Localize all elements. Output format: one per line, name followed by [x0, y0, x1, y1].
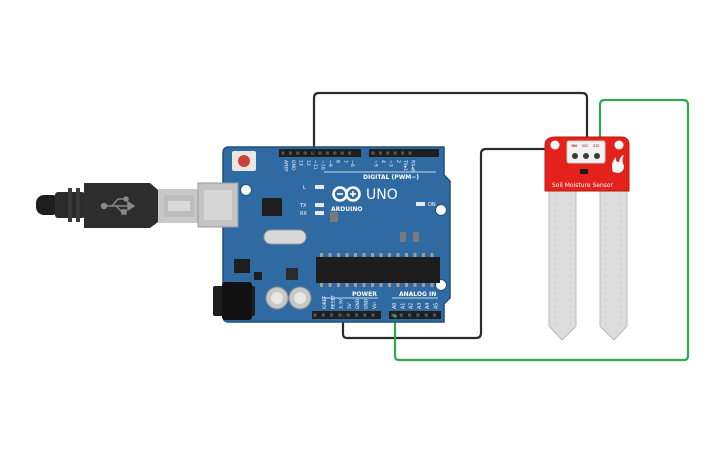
digital-label: DIGITAL (PWM~) [363, 174, 419, 181]
status-leds: L TX RX ON [299, 185, 436, 217]
top-pin-label: 8 [334, 160, 340, 163]
probe-left [548, 187, 577, 341]
power-pin-label: RESET [330, 295, 336, 309]
led-on-label: ON [428, 202, 436, 208]
power-label: POWER [352, 291, 377, 298]
sensor-label: Soil Moisture Sensor [552, 182, 614, 189]
pin-sig-label: SIG [593, 144, 599, 148]
analog-pin-label: A0 [392, 303, 398, 309]
top-pin-label: 7 [342, 160, 348, 163]
usb-symbol-icon [100, 196, 136, 215]
top-pin-label: ~3 [387, 160, 393, 167]
reset-button[interactable] [232, 151, 256, 171]
analog-pin-label: A1 [400, 303, 406, 309]
power-pin-label: GND [355, 298, 361, 309]
led-rx-label: RX [300, 211, 307, 217]
probe-right [599, 187, 628, 341]
arduino-logo [332, 186, 361, 202]
top-pin-label: 13 [297, 160, 303, 166]
top-pin-label: RX◂0 [410, 160, 416, 172]
top-pin-label: 12 [305, 160, 311, 166]
analog-label: ANALOG IN [399, 291, 436, 298]
sparkfun-flame-icon [612, 155, 624, 173]
power-pin-label: GND [364, 298, 370, 309]
analog-pin-label: A2 [409, 303, 415, 309]
top-pin-label: ~10 [320, 160, 326, 170]
power-header[interactable] [312, 311, 381, 319]
power-jack [213, 282, 255, 320]
analog-pin-label: A4 [425, 303, 431, 309]
top-pin-label: TX▸1 [402, 159, 408, 171]
gnd-wire[interactable] [312, 91, 589, 154]
capacitors [265, 286, 312, 310]
power-pin-label: IOREF [322, 295, 328, 309]
usb-cable[interactable] [36, 183, 200, 228]
soil-moisture-sensor[interactable]: GND VCC SIG Soil Moisture Sensor [544, 136, 630, 341]
atmega-chip [316, 253, 440, 287]
crystal [263, 229, 307, 245]
signal-wire[interactable] [393, 98, 690, 362]
analog-pin-label: A5 [434, 303, 440, 309]
top-pin-label: ~9 [327, 160, 333, 167]
led-l-label: L [303, 185, 306, 191]
wire-endpoints [312, 150, 397, 318]
top-pin-label: ~5 [373, 160, 379, 167]
analog-header[interactable] [389, 311, 441, 319]
led-tx-label: TX [299, 203, 307, 209]
top-pin-label: 4 [380, 160, 386, 163]
top-pin-label: ~6 [349, 160, 355, 167]
top-pin-label: ~11 [312, 160, 318, 170]
model-label: UNO [366, 187, 398, 203]
pin-vcc-label: VCC [582, 144, 588, 148]
power-pin-label: 5V [347, 303, 353, 309]
power-pin-label: Vin [372, 302, 378, 309]
top-pin-label: 2 [395, 160, 401, 163]
top-pin-label: AREF [283, 160, 289, 172]
power-pin-label: 3.3V [339, 299, 345, 309]
analog-pin-label: A3 [417, 303, 423, 309]
brand-label: ARDUINO [331, 206, 362, 213]
top-pin-label: GND [290, 160, 296, 171]
pin-gnd-label: GND [571, 144, 577, 148]
